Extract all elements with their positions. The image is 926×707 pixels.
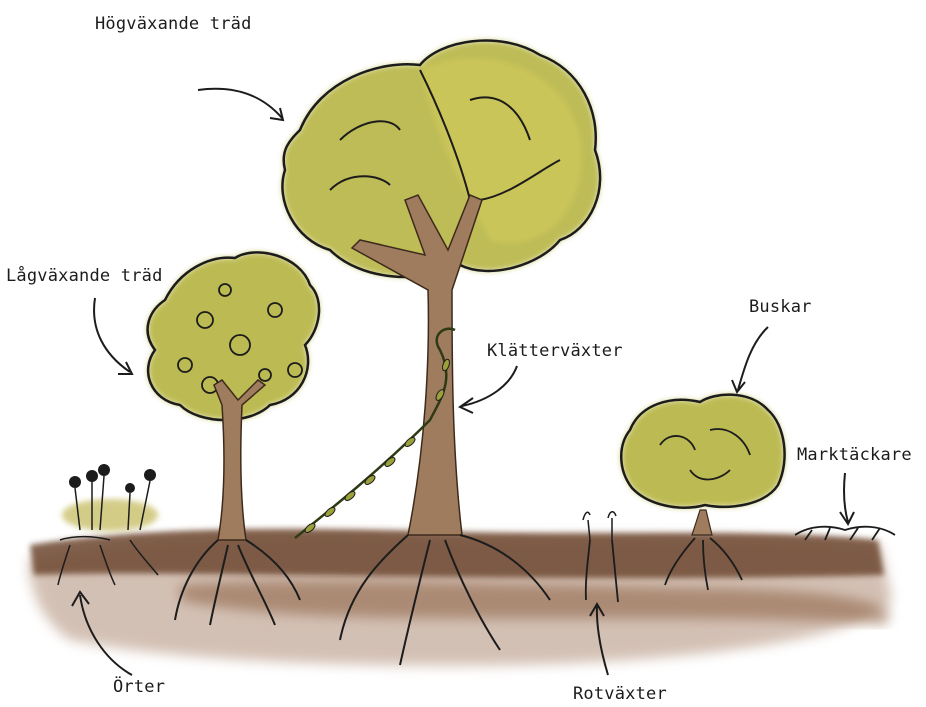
label-buskar: Buskar (749, 297, 812, 317)
label-lagvaxande-trad: Lågväxande träd (6, 266, 163, 286)
arrow-klatter-icon (460, 366, 517, 413)
label-klattervaxter: Klätterväxter (487, 341, 623, 361)
arrow-mark-icon (840, 473, 854, 524)
label-hogvaxande-trad: Högväxande träd (95, 14, 252, 34)
arrow-lag-icon (94, 298, 132, 374)
label-rotvaxter: Rotväxter (573, 684, 667, 704)
soil-layer (28, 529, 892, 666)
label-orter: Örter (113, 677, 165, 697)
arrow-hog-icon (198, 89, 283, 120)
arrow-buskar-icon (732, 327, 768, 392)
label-marktackare: Marktäckare (797, 445, 912, 465)
